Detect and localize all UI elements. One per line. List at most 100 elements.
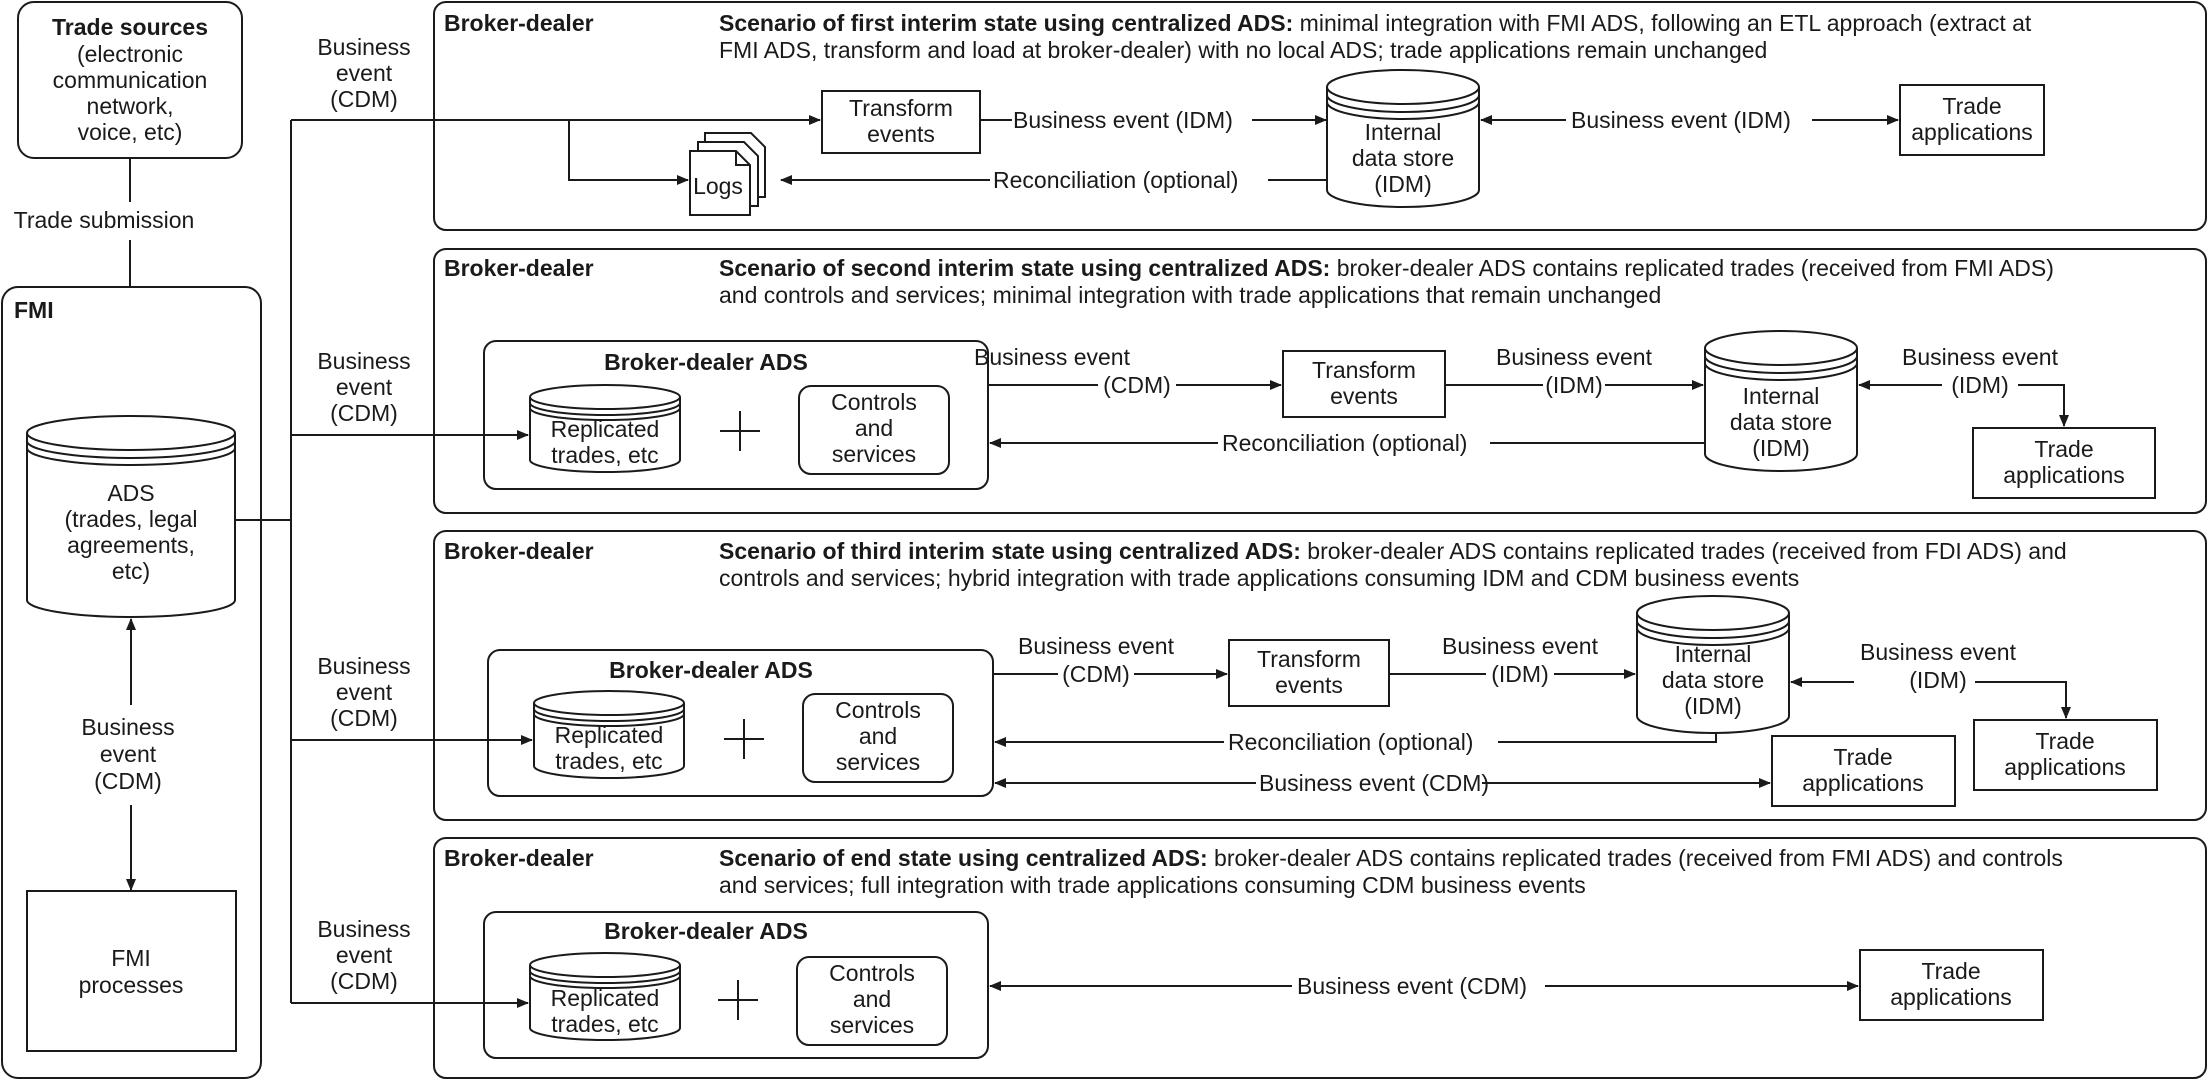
trade-applications-label: Trade [1921,958,1980,984]
controls-services-label: and [855,415,893,441]
fmi-processes-line: FMI [111,945,151,971]
distribution-bus: Business event (CDM) Business event (CDM… [235,34,411,1003]
trade-applications-label: Trade [1942,93,2001,119]
replicated-trades-label: Replicated [555,722,664,748]
scenario-description-line2: and controls and services; minimal integ… [719,282,1661,308]
transform-events-box [1282,350,1446,418]
controls-services-label: and [859,723,897,749]
trade-applications-label: Trade [1833,744,1892,770]
internal-data-store-cylinder: Internal data store (IDM) [1636,595,1790,734]
trade-applications-label: applications [2004,754,2125,780]
fmi-panel: FMI ADS (trades, legal agreements, etc) … [1,286,262,1079]
flow-label: Business event [1902,344,2059,370]
controls-services-label: services [830,1012,914,1038]
flow-label: (IDM) [1951,372,2008,398]
scenario-4-panel: Broker-dealer Scenario of end state usin… [291,837,2207,1079]
flow-label: Business event [1496,344,1653,370]
internal-data-store-cylinder: Internal data store (IDM) [1704,330,1858,472]
trade-applications-box [1771,735,1956,807]
trade-applications-label: Trade [2035,728,2094,754]
replicated-trades-cylinder: Replicated trades, etc [533,690,685,779]
internal-data-store-label: Internal [1675,641,1752,667]
replicated-trades-label: trades, etc [551,442,658,468]
internal-data-store-label: data store [1662,667,1764,693]
broker-dealer-ads-title: Broker-dealer ADS [604,349,808,375]
bus-event-label: event [336,374,393,400]
transform-events-label: Transform [1312,357,1416,383]
broker-dealer-label: Broker-dealer [444,538,594,564]
transform-events-box [821,90,981,154]
broker-dealer-ads-title: Broker-dealer ADS [609,657,813,683]
bus-event-label: (CDM) [330,400,398,426]
broker-dealer-label: Broker-dealer [444,845,594,871]
bus-event-label: (CDM) [330,86,398,112]
scenario-description: Scenario of end state using centralized … [719,845,2063,871]
controls-services-box [796,956,948,1046]
flow-label: (IDM) [1491,661,1548,687]
controls-services-box [802,693,954,783]
trade-applications-box [1973,719,2158,791]
internal-data-store-label: Internal [1365,119,1442,145]
fmi-event-line: event [100,741,157,767]
trade-sources-line: network, [87,93,174,119]
logs-document-stack: Logs [689,132,766,216]
scenario-2-panel: Broker-dealer Scenario of second interim… [291,248,2207,514]
bus-event-label: Business [317,653,410,679]
flow-label: Business event [1860,639,2017,665]
flow-label: Business event (CDM) [1259,770,1489,796]
broker-dealer-label: Broker-dealer [444,255,594,281]
flow-label: Business event (IDM) [1571,107,1791,133]
fmi-ads-line: ADS [107,480,154,506]
flow-label: Business event (IDM) [1013,107,1233,133]
transform-events-label: events [867,121,935,147]
internal-data-store-label: data store [1352,145,1454,171]
replicated-trades-label: trades, etc [551,1011,658,1037]
bus-event-label: event [336,679,393,705]
trade-applications-box [1899,84,2045,156]
flow-label: Business event [974,344,1131,370]
trade-sources-line: (electronic [77,41,183,67]
flow-label: (IDM) [1545,372,1602,398]
flow-label: (CDM) [1103,372,1171,398]
fmi-ads-line: agreements, [67,532,195,558]
scenario-description: Scenario of first interim state using ce… [719,10,2032,36]
trade-applications-label: applications [1911,119,2032,145]
bus-event-label: event [336,60,393,86]
internal-data-store-label: (IDM) [1684,693,1741,719]
trade-sources-title: Trade sources [52,14,208,40]
trade-applications-box [1859,949,2044,1021]
controls-services-label: Controls [835,697,921,723]
scenario-description: Scenario of second interim state using c… [719,255,2054,281]
trade-applications-label: applications [1802,770,1923,796]
bus-event-label: Business [317,916,410,942]
controls-services-label: services [832,441,916,467]
replicated-trades-cylinder: Replicated trades, etc [529,384,681,473]
trade-applications-box [1972,427,2156,499]
scenario-description-line2: and services; full integration with trad… [719,872,1586,898]
transform-events-label: Transform [1257,646,1361,672]
fmi-title: FMI [14,297,54,323]
replicated-trades-label: trades, etc [555,748,662,774]
transform-events-label: Transform [849,95,953,121]
scenario-description-line2: FMI ADS, transform and load at broker-de… [719,37,1767,63]
controls-services-label: Controls [829,960,915,986]
controls-services-box [798,385,950,475]
internal-data-store-label: Internal [1743,383,1820,409]
fmi-ads-cylinder: ADS (trades, legal agreements, etc) [26,415,236,618]
plus-sign [718,980,758,1020]
controls-services-label: and [853,986,891,1012]
reconciliation-label: Reconciliation (optional) [1228,729,1473,755]
replicated-trades-cylinder: Replicated trades, etc [529,952,681,1041]
transform-events-box [1228,639,1390,707]
plus-sign [720,411,760,451]
bus-event-label: Business [317,34,410,60]
reconciliation-label: Reconciliation (optional) [993,167,1238,193]
internal-data-store-label: data store [1730,409,1832,435]
fmi-processes-box [26,890,237,1052]
flow-label: Business event [1018,633,1175,659]
flow-label: Business event [1442,633,1599,659]
controls-services-label: Controls [831,389,917,415]
scenario-3-panel: Broker-dealer Scenario of third interim … [291,530,2207,821]
scenario-description: Scenario of third interim state using ce… [719,538,2067,564]
